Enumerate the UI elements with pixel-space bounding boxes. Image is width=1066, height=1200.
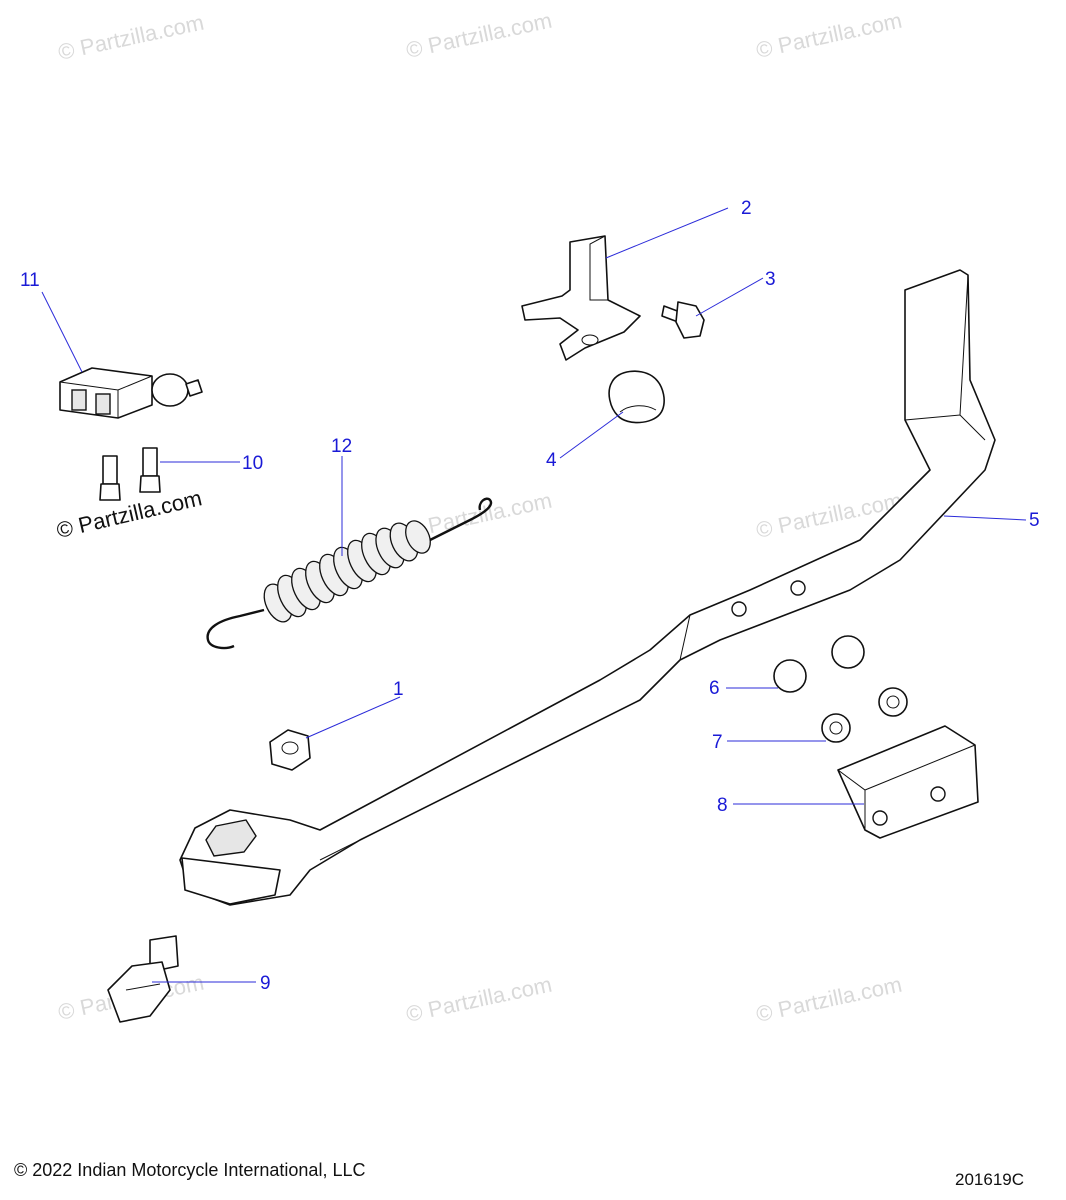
callout-4: 4	[546, 450, 557, 471]
watermark: © Partzilla.com	[56, 10, 206, 65]
watermark: © Partzilla.com	[754, 972, 904, 1027]
callout-9: 9	[260, 973, 271, 994]
part-1-nut	[269, 729, 311, 771]
callout-11: 11	[20, 270, 40, 291]
callout-7: 7	[712, 732, 723, 753]
part-11-sensor	[59, 367, 203, 419]
part-8-plate	[837, 725, 979, 839]
part-6-bumpers	[773, 635, 865, 693]
callout-3: 3	[765, 269, 776, 290]
callout-10: 10	[242, 453, 263, 474]
callout-5: 5	[1029, 510, 1040, 531]
part-10-screws	[99, 447, 161, 501]
watermark: © Partzilla.com	[404, 972, 554, 1027]
callout-1: 1	[393, 679, 404, 700]
part-4-bumper	[608, 370, 665, 424]
part-12-spring	[206, 497, 493, 650]
callout-8: 8	[717, 795, 728, 816]
part-9-pivot-bolt	[107, 935, 179, 1023]
callout-12: 12	[331, 436, 352, 457]
copyright-text: © 2022 Indian Motorcycle International, …	[14, 1160, 366, 1180]
callout-numbers: 1 2 3 4 5 6 7 8 9 10 11 12	[20, 198, 1040, 994]
diagram-id: 201619C	[955, 1170, 1025, 1189]
leader-lines	[41, 207, 1027, 983]
watermark: © Partzilla.com	[754, 8, 904, 63]
callout-2: 2	[741, 198, 752, 219]
part-2-bracket	[521, 235, 641, 361]
part-5-kickstand	[179, 269, 996, 906]
part-3-bolt	[661, 301, 705, 339]
part-7-washers	[821, 687, 908, 743]
callout-6: 6	[709, 678, 720, 699]
watermark: © Partzilla.com	[404, 8, 554, 63]
